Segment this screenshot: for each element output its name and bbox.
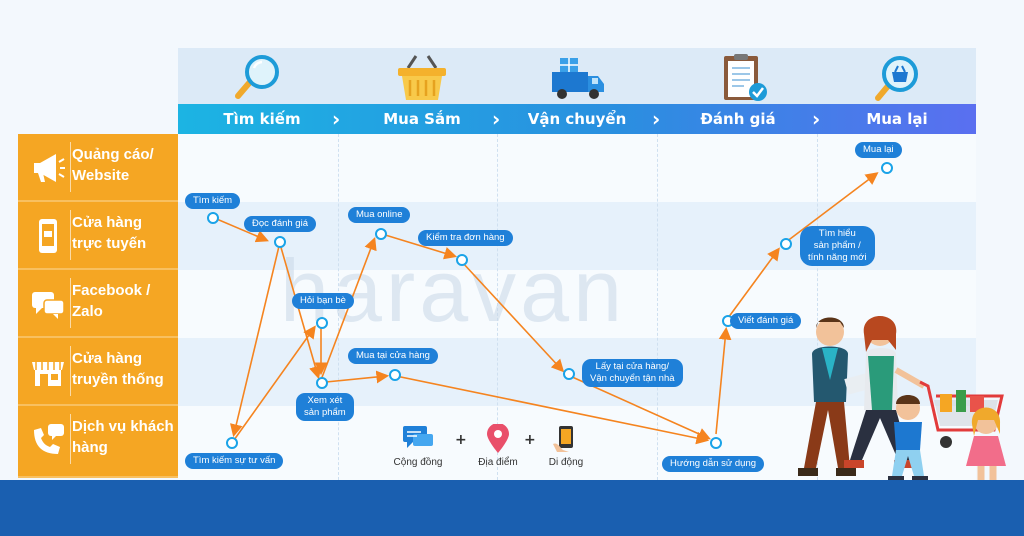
plus-sign: + — [455, 432, 467, 448]
legend-dia-diem: Địa điểm — [468, 423, 528, 468]
legend-label: Địa điểm — [478, 457, 518, 468]
channel-label: Dịch vụ khách hàng — [72, 418, 174, 456]
node-dot — [316, 377, 328, 389]
node-mua-tai-cua-hang: Mua tại cửa hàng — [348, 348, 438, 364]
chevron-right-icon: › — [812, 107, 821, 131]
channel-cua-hang-truyen-thong: Cửa hàng truyền thống — [18, 338, 178, 406]
channel-label: Cửa hàng trực tuyến — [72, 214, 147, 252]
node-dot — [316, 317, 328, 329]
magnifier-icon — [235, 55, 279, 99]
channel-dich-vu-khach-hang: Dịch vụ khách hàng — [18, 406, 178, 478]
location-pin-icon — [487, 423, 509, 453]
legend-label: Cộng đồng — [393, 457, 443, 468]
node-huong-dan-su-dung: Hướng dẫn sử dụng — [662, 456, 765, 472]
chevron-right-icon: › — [492, 107, 501, 131]
node-dot — [389, 369, 401, 381]
chat-bubbles-icon — [32, 292, 65, 319]
family-shopping-illustration — [798, 316, 1006, 486]
channel-label: Facebook / Zalo — [72, 282, 151, 320]
legend-label: Di động — [548, 457, 584, 468]
stage-label-van-chuyen: Vận chuyển — [527, 110, 627, 128]
stage-bar — [178, 104, 976, 134]
channel-label: Quảng cáo/ Website — [72, 146, 154, 184]
legend-cong-dong: Cộng đồng — [388, 424, 448, 468]
stage-label-danh-gia: Đánh giá — [700, 110, 776, 128]
chevron-right-icon: › — [332, 107, 341, 131]
smartphone-icon — [39, 219, 57, 253]
chat-message-icon — [403, 426, 433, 448]
footer-band — [0, 480, 1024, 536]
channel-divider — [70, 346, 71, 396]
node-dot — [274, 236, 286, 248]
storefront-icon — [32, 362, 64, 386]
node-mua-lai: Mua lại — [855, 142, 902, 158]
node-line: Vận chuyển tận nhà — [590, 373, 675, 384]
channel-label: Cửa hàng truyền thống — [72, 350, 164, 388]
node-line: sản phẩm — [304, 407, 346, 418]
node-dot — [563, 368, 575, 380]
node-dot — [780, 238, 792, 250]
node-line: tính năng mới — [808, 252, 867, 263]
node-dot — [207, 212, 219, 224]
phone-chat-icon — [34, 424, 64, 454]
node-doc-danh-gia: Đọc đánh giá — [244, 216, 316, 232]
node-line: Xem xét — [307, 395, 343, 406]
chevron-right-icon: › — [652, 107, 661, 131]
shopping-basket-icon — [398, 55, 446, 100]
node-dot — [881, 162, 893, 174]
node-tim-kiem: Tìm kiếm — [185, 193, 241, 209]
node-line: sản phẩm / — [813, 240, 861, 251]
stage-label-mua-lai: Mua lại — [866, 110, 928, 128]
node-lay-tai-cua-hang: Lấy tại cửa hàng/ Vận chuyển tận nhà — [582, 359, 683, 387]
clipboard-check-icon — [724, 54, 767, 101]
channel-divider — [70, 142, 71, 192]
node-tim-kiem-su-tu-van: Tìm kiếm sự tư vấn — [185, 453, 284, 469]
mobile-hand-icon — [553, 426, 573, 452]
node-line: Tìm hiểu — [818, 228, 856, 239]
node-dot — [226, 437, 238, 449]
channel-divider — [70, 210, 71, 260]
megaphone-icon — [34, 154, 65, 182]
channel-cua-hang-truc-tuyen: Cửa hàng trực tuyến — [18, 202, 178, 270]
node-mua-online: Mua online — [348, 207, 411, 223]
node-hoi-ban-be: Hỏi bạn bè — [292, 293, 354, 309]
legend-di-dong: Di động — [536, 424, 596, 468]
delivery-truck-icon — [552, 58, 604, 99]
channel-facebook-zalo: Facebook / Zalo — [18, 270, 178, 338]
plus-sign: + — [524, 432, 536, 448]
node-line: Lấy tại cửa hàng/ — [595, 361, 669, 372]
watermark: haravan — [280, 241, 627, 340]
repurchase-search-icon — [875, 56, 918, 101]
node-dot — [456, 254, 468, 266]
node-viet-danh-gia: Viết đánh giá — [730, 313, 802, 329]
node-dot — [375, 228, 387, 240]
node-xem-xet-san-pham: Xem xét sản phẩm — [296, 393, 354, 421]
stage-label-mua-sam: Mua Sắm — [383, 110, 461, 128]
channel-divider — [70, 414, 71, 464]
channel-divider — [70, 278, 71, 328]
grid-divider — [657, 134, 658, 480]
grid-divider — [817, 134, 818, 480]
channel-quang-cao: Quảng cáo/ Website — [18, 134, 178, 202]
node-tim-hieu: Tìm hiểu sản phẩm / tính năng mới — [800, 226, 875, 266]
stage-label-tim-kiem: Tìm kiếm — [223, 110, 301, 128]
node-kiem-tra-don-hang: Kiểm tra đơn hàng — [418, 230, 513, 246]
node-dot — [710, 437, 722, 449]
